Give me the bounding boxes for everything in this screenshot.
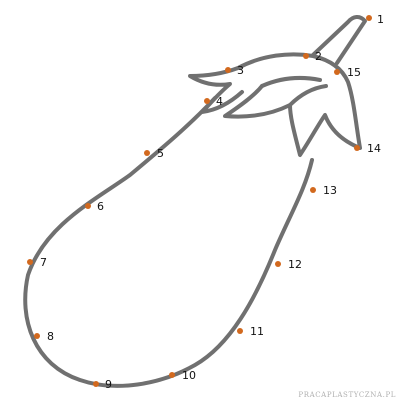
- dot-label-9: 9: [105, 378, 112, 391]
- dot-label-1: 1: [377, 13, 384, 26]
- dot-label-7: 7: [40, 256, 47, 269]
- eggplant-body-outline: [23, 96, 314, 388]
- dot-15: [334, 69, 340, 75]
- dot-11: [237, 328, 243, 334]
- dot-label-12: 12: [288, 258, 302, 271]
- dot-label-10: 10: [182, 369, 196, 382]
- eggplant-calyx-inner-line-2: [288, 84, 328, 107]
- dot-label-2: 2: [315, 50, 322, 63]
- dot-label-8: 8: [47, 330, 54, 343]
- dot-label-11: 11: [250, 325, 264, 338]
- dot-1: [366, 15, 372, 21]
- watermark-text: PRACAPLASTYCZNA.PL: [298, 391, 396, 399]
- dot-label-3: 3: [237, 64, 244, 77]
- dot-3: [225, 67, 231, 73]
- dot-label-14: 14: [367, 142, 381, 155]
- dot-4: [204, 98, 210, 104]
- eggplant-calyx-inner-line: [260, 76, 322, 88]
- dot-2: [303, 53, 309, 59]
- dot-5: [144, 150, 150, 156]
- dot-7: [27, 259, 33, 265]
- dot-label-6: 6: [97, 200, 104, 213]
- eggplant-calyx-outline: [188, 66, 244, 114]
- dot-label-4: 4: [216, 95, 223, 108]
- dot-14: [354, 145, 360, 151]
- eggplant-calyx-main-leaf: [223, 52, 362, 157]
- dot-label-15: 15: [347, 66, 361, 79]
- dot-label-5: 5: [157, 147, 164, 160]
- dot-label-13: 13: [323, 184, 337, 197]
- dot-9: [93, 381, 99, 387]
- dot-12: [275, 261, 281, 267]
- dot-13: [310, 187, 316, 193]
- dot-6: [85, 203, 91, 209]
- eggplant-stem-outline: [311, 15, 367, 65]
- dot-8: [34, 333, 40, 339]
- dot-10: [169, 372, 175, 378]
